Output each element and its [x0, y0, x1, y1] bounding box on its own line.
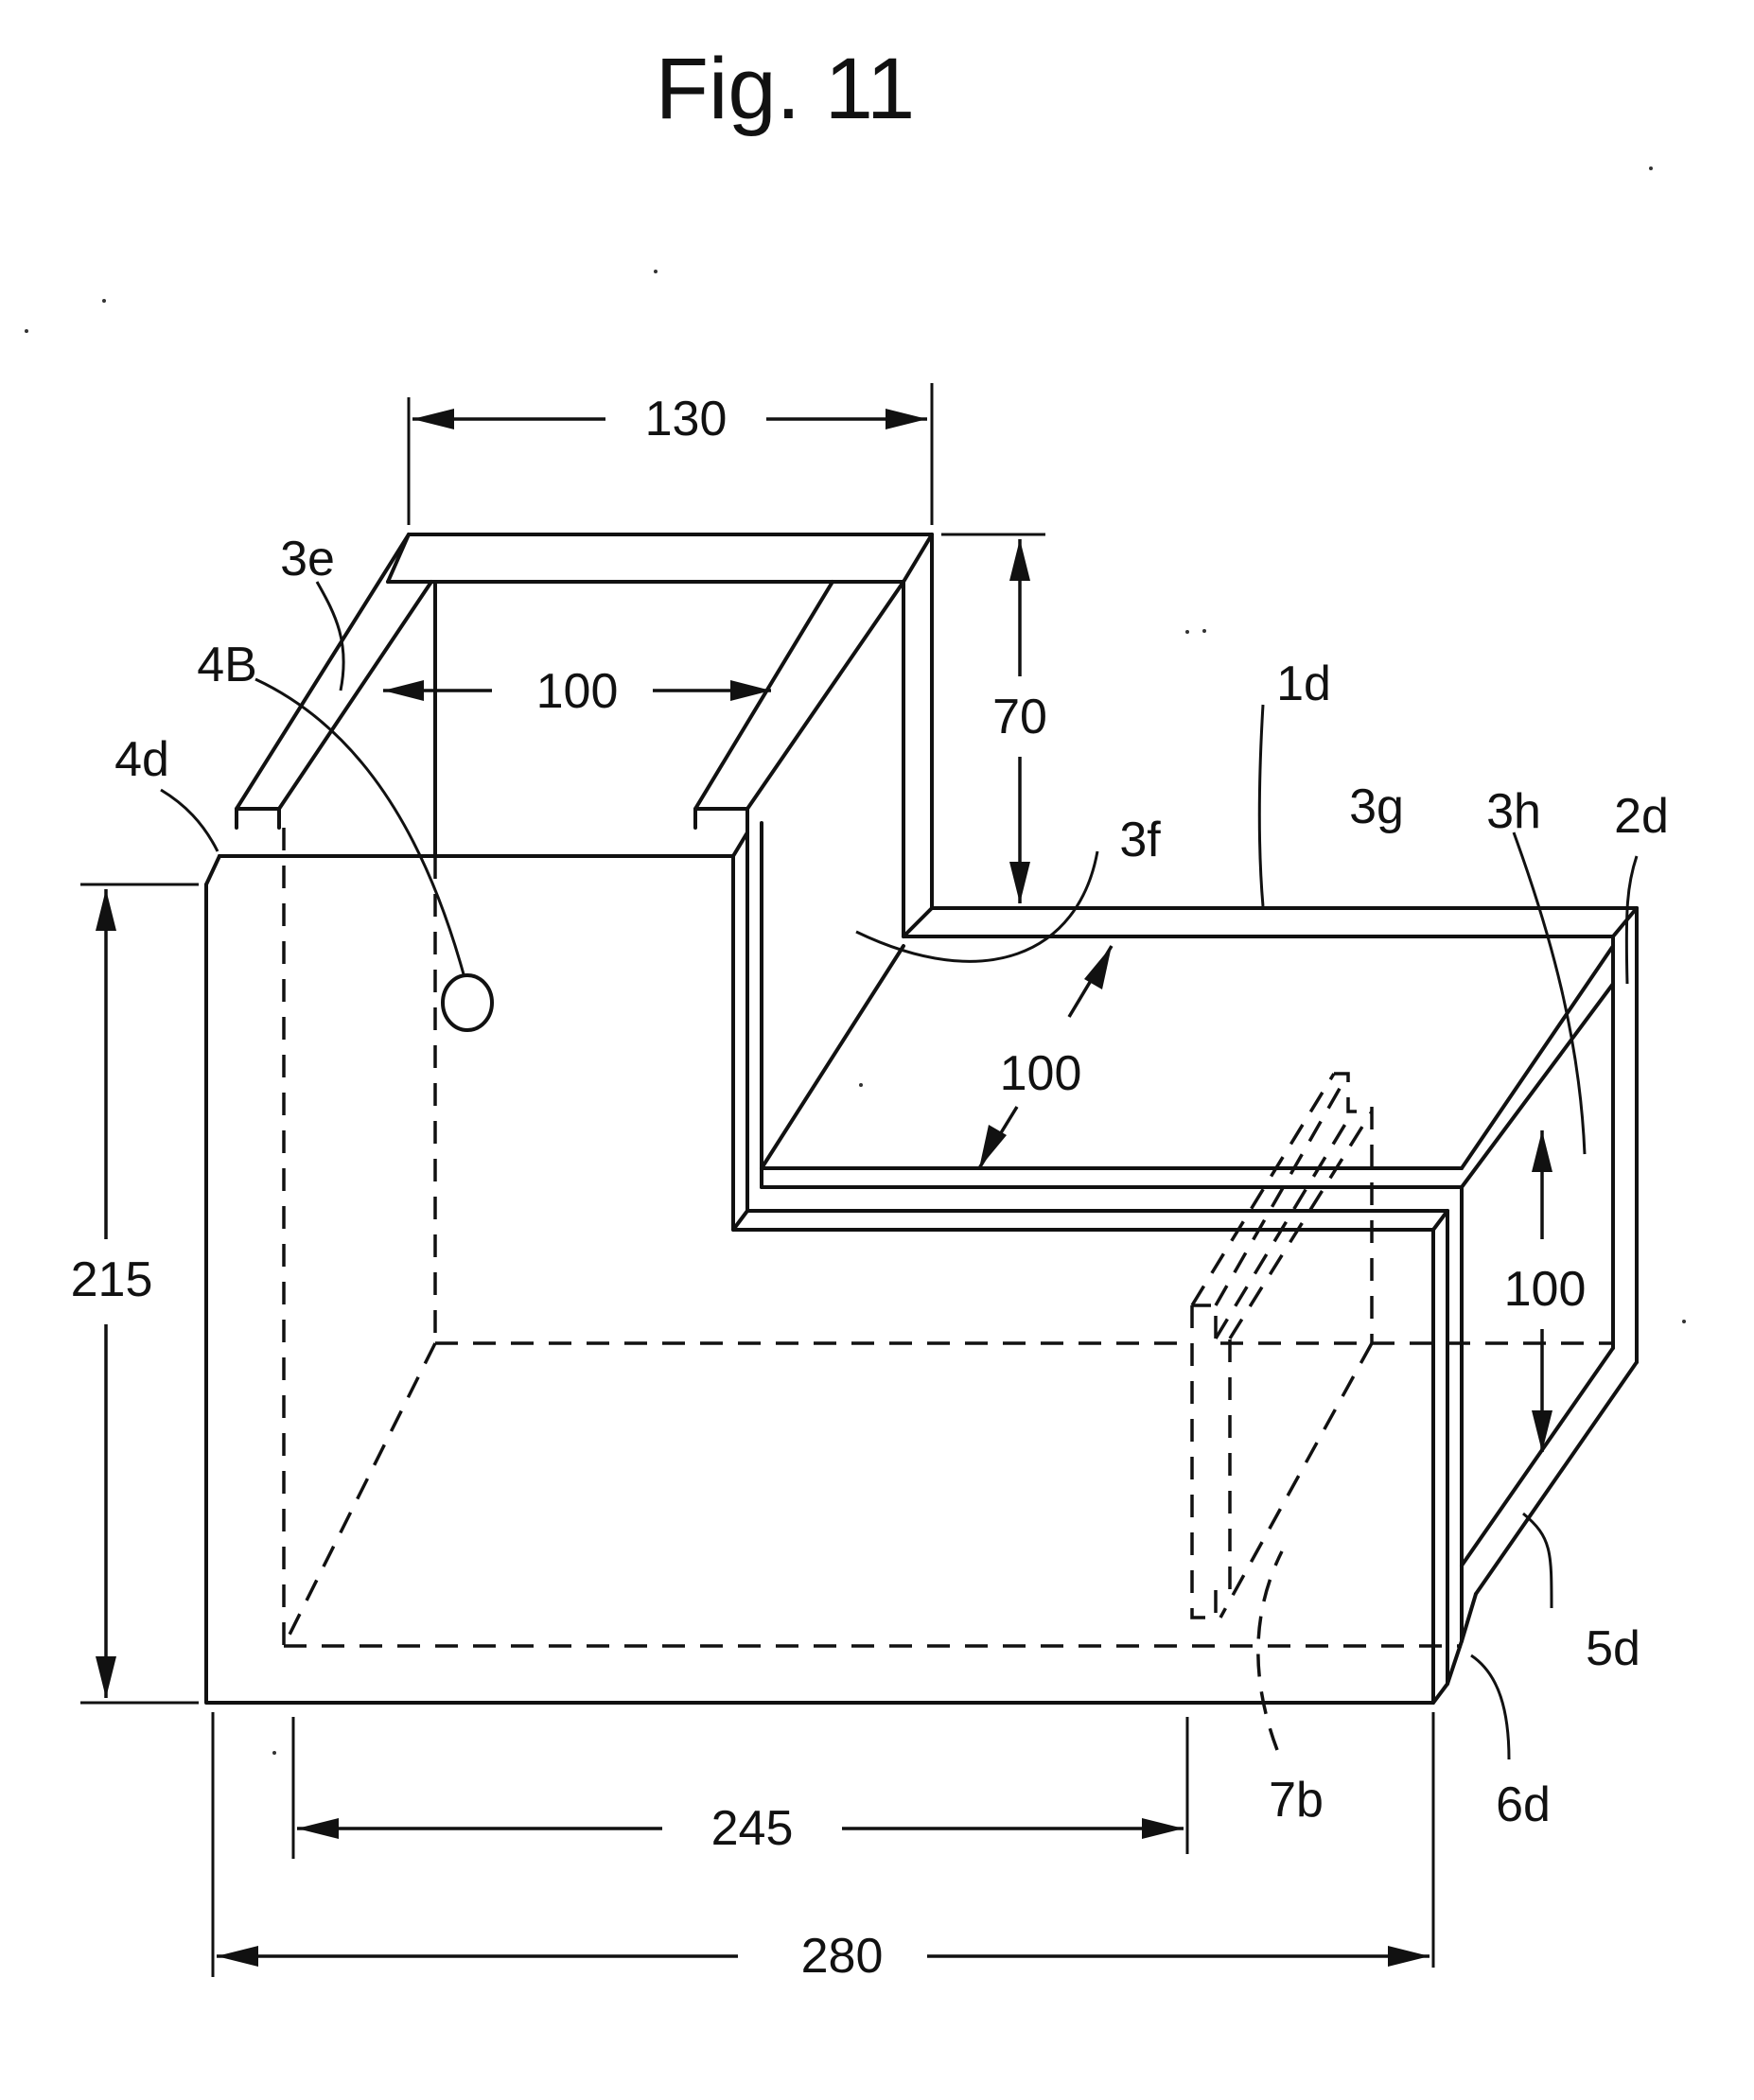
dim-245-arrow-right: [1142, 1818, 1184, 1839]
label-1d: 1d: [1276, 656, 1331, 711]
partition-7b: [1192, 1305, 1230, 1618]
frame-rail-inner-right: [747, 582, 903, 809]
dim-245-arrow-left: [297, 1818, 339, 1839]
upper-frame-left: [237, 809, 279, 828]
dim-100h-arrow-top: [1532, 1130, 1552, 1172]
dim-70-arrow-top: [1009, 539, 1030, 581]
leader-6d: [1471, 1655, 1509, 1759]
label-7b: 7b: [1269, 1773, 1324, 1828]
label-4B: 4B: [197, 638, 257, 692]
box-body: [206, 534, 1637, 1703]
frame-top-left-bevel: [388, 534, 409, 582]
step-horizontal-3: [733, 1211, 747, 1230]
partition-top-2: [1216, 1074, 1348, 1305]
label-6d: 6d: [1496, 1777, 1551, 1832]
label-5d: 5d: [1586, 1621, 1640, 1676]
leader-lines: [161, 582, 1637, 1759]
front-right-thickness: [1433, 1211, 1447, 1230]
front-bottom-corner: [1433, 1684, 1447, 1703]
dim-245-text: 245: [711, 1801, 794, 1856]
dim-100h-text: 100: [1504, 1262, 1587, 1317]
top-surface-right-edge: [1462, 946, 1613, 1168]
right-bottom-front-2: [1462, 1594, 1476, 1641]
leader-1d: [1259, 705, 1263, 906]
dim-280-text: 280: [801, 1929, 884, 1984]
dim-130-arrow-left: [412, 409, 454, 429]
dim-280-arrow-right: [1388, 1946, 1430, 1967]
right-wall-bottom-2: [1476, 1362, 1637, 1594]
step-top-1: [733, 832, 747, 856]
right-wall-bottom-1: [1462, 1348, 1613, 1566]
dim-215-text: 215: [71, 1252, 153, 1307]
dim-100w-arrow-right: [730, 680, 771, 701]
dim-130-text: 130: [645, 392, 728, 446]
label-3g: 3g: [1349, 779, 1404, 834]
partition-top-4: [1216, 1111, 1353, 1339]
dimensions: 130 100 70 100 215 100: [71, 383, 1587, 1984]
frame-right-bevel: [903, 534, 932, 582]
dim-215-arrow-bottom: [96, 1656, 116, 1698]
hole-4B: [443, 975, 492, 1030]
scan-specks: [25, 166, 1686, 1755]
leader-7b: [1258, 1551, 1282, 1750]
hidden-floor-diagonal: [284, 1343, 435, 1646]
hidden-edges: [284, 828, 1613, 1646]
dim-215-arrow-top: [96, 889, 116, 931]
partition-top-1: [1192, 1074, 1334, 1305]
leader-4d: [161, 790, 218, 851]
front-top-edge-left: [206, 856, 219, 884]
dim-100w-text: 100: [536, 664, 619, 719]
label-4d: 4d: [114, 732, 169, 787]
label-3h: 3h: [1486, 784, 1541, 839]
dim-100h-arrow-bottom: [1532, 1410, 1552, 1452]
dim-100w-arrow-left: [383, 680, 424, 701]
label-3f: 3f: [1119, 813, 1161, 867]
dim-280-arrow-left: [217, 1946, 258, 1967]
dim-70-text: 70: [992, 690, 1047, 744]
front-face-outline: [206, 856, 1433, 1703]
right-wall-top: [1613, 908, 1637, 936]
hidden-right-floor: [1220, 1343, 1372, 1618]
partition-top-3: [1230, 1111, 1372, 1339]
dim-100d-text: 100: [1000, 1046, 1082, 1101]
frame-rail-outer-right: [695, 582, 833, 809]
dim-70-arrow-bottom: [1009, 862, 1030, 903]
leader-4B: [255, 679, 464, 974]
top-surface-left-edge: [762, 946, 903, 1168]
leader-5d: [1523, 1514, 1552, 1608]
dim-130-arrow-right: [886, 409, 927, 429]
reference-labels: 3e 4B 4d 1d 3f 3g 3h 2d 5d 6d 7b: [114, 532, 1669, 1832]
top-back-bevel: [903, 908, 932, 936]
label-2d: 2d: [1614, 789, 1669, 844]
upper-frame-right-post: [695, 809, 747, 832]
label-3e: 3e: [280, 532, 335, 586]
partition-top-cap: [1334, 1074, 1372, 1111]
figure-title: Fig. 11: [656, 41, 915, 137]
